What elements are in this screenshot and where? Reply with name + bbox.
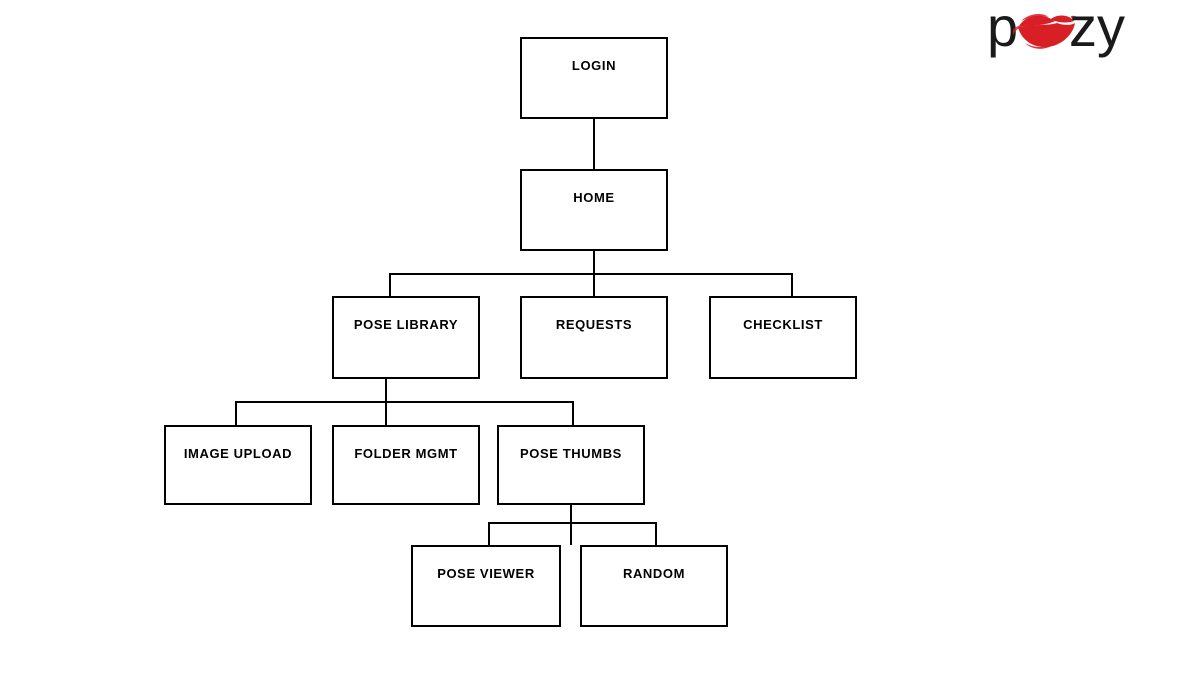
node-home[interactable]: HOME	[520, 169, 668, 251]
node-requests-label: REQUESTS	[555, 317, 633, 332]
connector-bus-pose-thumbs	[572, 401, 574, 425]
connector-login-home	[593, 119, 595, 169]
node-random[interactable]: RANDOM	[580, 545, 728, 627]
connector-pose-library-bus	[235, 401, 574, 403]
node-image-upload-label: IMAGE UPLOAD	[183, 446, 293, 461]
node-home-label: HOME	[573, 190, 615, 205]
connector-bus-pose-library	[389, 273, 391, 296]
connector-home-bus	[389, 273, 793, 275]
node-folder-mgmt[interactable]: FOLDER MGMT	[332, 425, 480, 505]
connector-pose-thumbs-stem	[570, 505, 572, 545]
node-pose-viewer[interactable]: POSE VIEWER	[411, 545, 561, 627]
node-pose-library[interactable]: POSE LIBRARY	[332, 296, 480, 379]
connector-bus-random	[655, 522, 657, 545]
node-pose-thumbs-label: POSE THUMBS	[520, 446, 622, 461]
node-image-upload[interactable]: IMAGE UPLOAD	[164, 425, 312, 505]
node-login[interactable]: LOGIN	[520, 37, 668, 119]
connector-pose-thumbs-bus	[488, 522, 657, 524]
node-random-label: RANDOM	[622, 566, 686, 581]
connector-bus-checklist	[791, 273, 793, 296]
node-requests[interactable]: REQUESTS	[520, 296, 668, 379]
logo-letters-zy: zy	[1069, 2, 1125, 58]
lips-kiss-icon	[1013, 13, 1080, 49]
node-checklist-label: CHECKLIST	[743, 317, 823, 332]
node-pose-viewer-label: POSE VIEWER	[437, 566, 535, 581]
connector-bus-pose-viewer	[488, 522, 490, 545]
connector-bus-image-upload	[235, 401, 237, 425]
node-pose-thumbs[interactable]: POSE THUMBS	[497, 425, 645, 505]
brand-logo: p zy	[985, 2, 1155, 60]
logo-letter-p: p	[987, 2, 1018, 58]
node-folder-mgmt-label: FOLDER MGMT	[354, 446, 458, 461]
node-login-label: LOGIN	[571, 58, 617, 73]
node-pose-library-label: POSE LIBRARY	[353, 317, 459, 332]
node-checklist[interactable]: CHECKLIST	[709, 296, 857, 379]
